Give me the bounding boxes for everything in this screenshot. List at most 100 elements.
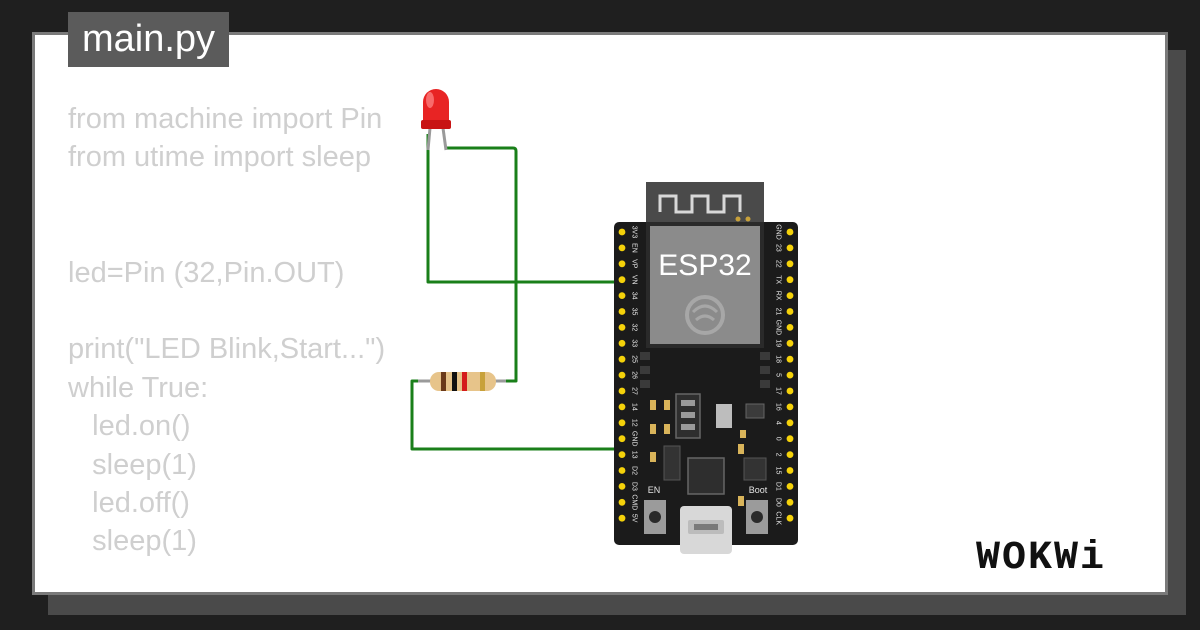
- wire-resistor-gnd[interactable]: [410, 379, 622, 451]
- left-pin-label: VP: [631, 259, 638, 269]
- right-pin[interactable]: [786, 483, 794, 490]
- code-line: while True:: [68, 371, 209, 404]
- left-pin-label: 5V: [631, 514, 638, 523]
- left-pin[interactable]: [618, 371, 626, 379]
- right-pin-label: 23: [775, 244, 782, 252]
- left-pin-label: D3: [631, 482, 638, 491]
- file-tab[interactable]: main.py: [68, 12, 230, 67]
- code-line: print("LED Blink,Start..."): [68, 333, 386, 366]
- right-pin[interactable]: [786, 244, 794, 252]
- right-pin[interactable]: [786, 467, 794, 474]
- code-line: sleep(1): [68, 448, 197, 481]
- left-pin[interactable]: [618, 260, 626, 268]
- right-pin[interactable]: [786, 419, 794, 427]
- left-pin-label: GND: [631, 431, 638, 447]
- left-pin-label: 13: [631, 451, 638, 459]
- right-pin-label: TX: [775, 275, 782, 284]
- right-pin[interactable]: [786, 371, 794, 379]
- right-pin-label: 15: [775, 467, 782, 475]
- right-pin-label: CLK: [775, 511, 782, 525]
- left-pin[interactable]: [618, 308, 626, 315]
- right-pin-label: 19: [775, 339, 782, 347]
- right-pin[interactable]: [786, 292, 794, 299]
- right-pin[interactable]: [786, 260, 794, 268]
- right-pin[interactable]: [786, 276, 794, 284]
- right-pin-label: 5: [775, 373, 782, 377]
- right-pin[interactable]: [786, 403, 794, 411]
- left-pin[interactable]: [618, 451, 626, 458]
- left-pin[interactable]: [618, 419, 626, 427]
- left-pin[interactable]: [618, 355, 626, 363]
- right-pin-label: 0: [775, 437, 782, 441]
- wires: [410, 134, 622, 451]
- code-line: sleep(1): [68, 525, 197, 558]
- left-pin-header: [618, 228, 626, 522]
- left-pin-label: 33: [631, 339, 638, 347]
- left-pin[interactable]: [618, 244, 626, 252]
- left-pin-label: 26: [631, 371, 638, 379]
- left-pin[interactable]: [618, 292, 626, 299]
- chip-label: ESP32: [658, 249, 751, 282]
- wire-led-anode[interactable]: [426, 134, 622, 284]
- left-pin[interactable]: [618, 276, 626, 284]
- right-pin-label: D0: [775, 498, 782, 507]
- left-pin[interactable]: [618, 498, 626, 506]
- right-pin[interactable]: [786, 355, 794, 363]
- right-pin-header: [786, 228, 794, 522]
- left-pin-label: 25: [631, 355, 638, 363]
- right-pin-label: GND: [775, 224, 782, 240]
- left-pin-label: CMD: [631, 494, 638, 510]
- resistor-component[interactable]: [418, 372, 506, 391]
- right-pin[interactable]: [786, 514, 794, 522]
- left-pin-label: 35: [631, 308, 638, 316]
- right-pin[interactable]: [786, 339, 794, 347]
- right-pin-label: 22: [775, 260, 782, 268]
- right-pin[interactable]: [786, 324, 794, 331]
- wokwi-logo: WOKWi: [976, 536, 1107, 581]
- left-pin-label: 27: [631, 387, 638, 395]
- right-pin[interactable]: [786, 387, 794, 395]
- left-pin[interactable]: [618, 339, 626, 347]
- right-pin[interactable]: [786, 451, 794, 458]
- right-pin-label: GND: [775, 320, 782, 336]
- left-pin[interactable]: [618, 435, 626, 443]
- left-pin-label: 32: [631, 324, 638, 332]
- right-pin[interactable]: [786, 228, 794, 236]
- left-pin[interactable]: [618, 514, 626, 522]
- right-pin-label: RX: [775, 291, 782, 301]
- right-pin[interactable]: [786, 435, 794, 443]
- code-line: led.off(): [68, 486, 190, 519]
- left-pin[interactable]: [618, 324, 626, 331]
- right-pin[interactable]: [786, 308, 794, 315]
- left-pin-label: 14: [631, 403, 638, 411]
- right-pin[interactable]: [786, 498, 794, 506]
- left-pin[interactable]: [618, 228, 626, 236]
- en-button-label: EN: [648, 485, 661, 495]
- right-pin-label: 16: [775, 403, 782, 411]
- right-pin-label: 18: [775, 355, 782, 363]
- right-pin-label: D1: [775, 482, 782, 491]
- left-pin-label: 3V3: [631, 226, 638, 239]
- code-line: led.on(): [68, 410, 191, 443]
- esp32-board[interactable]: ESP32 EN Boot: [614, 182, 798, 554]
- code-line: led=Pin (32,Pin.OUT): [68, 256, 345, 289]
- right-pin-label: 4: [775, 421, 782, 425]
- wire-led-cathode[interactable]: [446, 146, 518, 383]
- espressif-logo-icon: [685, 295, 725, 335]
- left-pin[interactable]: [618, 467, 626, 474]
- led-component[interactable]: [421, 89, 451, 151]
- left-pin[interactable]: [618, 387, 626, 395]
- left-pin[interactable]: [618, 403, 626, 411]
- right-pin-label: 21: [775, 308, 782, 316]
- code-line: from utime import sleep: [68, 141, 371, 174]
- project-card[interactable]: [32, 32, 1168, 595]
- left-pin-label: EN: [631, 243, 638, 253]
- left-pin-label: VN: [631, 275, 638, 285]
- right-pin-label: 2: [775, 453, 782, 457]
- left-pin-label: 12: [631, 419, 638, 427]
- left-pin[interactable]: [618, 483, 626, 490]
- left-pin-label: D2: [631, 466, 638, 475]
- left-pin-label: 34: [631, 292, 638, 300]
